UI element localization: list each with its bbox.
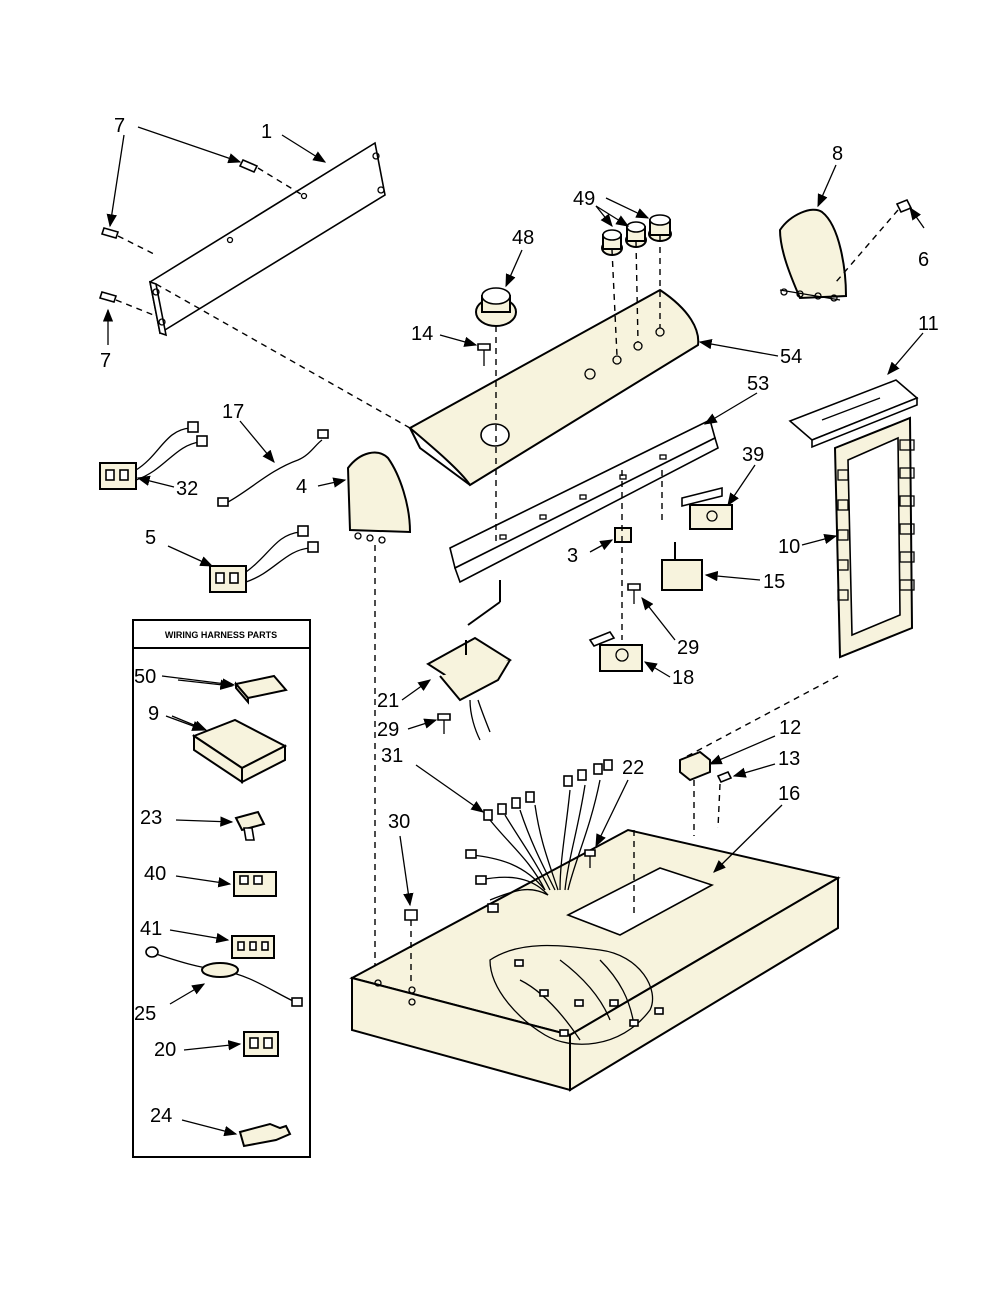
callout-4: 4: [296, 476, 307, 498]
callout-18: 18: [672, 667, 694, 689]
callout-24: 24: [150, 1105, 172, 1127]
part-53-bracket: [449, 418, 719, 584]
callout-23: 23: [140, 807, 162, 829]
box-part-23: [234, 810, 266, 841]
part-10-panel: [833, 416, 915, 659]
callout-20: 20: [154, 1039, 176, 1061]
part-5-harness: [209, 525, 319, 593]
part-13-screw: [716, 770, 733, 829]
callout-10: 10: [778, 536, 800, 558]
box-part-41: [231, 935, 275, 959]
part-21-timer: [426, 580, 512, 741]
part-7-screws: [98, 158, 305, 317]
callout-14: 14: [411, 323, 433, 345]
callout-22: 22: [622, 757, 644, 779]
box-part-25: [145, 946, 303, 1007]
leader-arrows: [102, 126, 925, 907]
box-part-24: [238, 1122, 292, 1148]
part-30-clip: [404, 909, 418, 985]
callout-13: 13: [778, 748, 800, 770]
callout-7a: 7: [114, 115, 125, 137]
callout-31: 31: [381, 745, 403, 767]
callout-12: 12: [779, 717, 801, 739]
callout-48: 48: [512, 227, 534, 249]
part-17-wire: [217, 429, 329, 507]
part-16-cabinet-top: [349, 828, 841, 1092]
wiring-harness-box: [132, 619, 311, 1158]
box-part-40: [233, 871, 277, 897]
callout-17: 17: [222, 401, 244, 423]
part-48-knob: [475, 287, 517, 327]
part-18-switch: [588, 631, 643, 672]
part-3-clip: [614, 470, 632, 640]
callout-29-upper: 29: [677, 637, 699, 659]
callout-54: 54: [780, 346, 802, 368]
part-31-harness: [465, 759, 613, 913]
part-11-cover: [788, 379, 919, 449]
callout-40: 40: [144, 863, 166, 885]
callout-7b: 7: [100, 350, 111, 372]
box-part-9: [191, 718, 288, 784]
callout-41: 41: [140, 918, 162, 940]
part-29-screw-lower: [437, 713, 451, 734]
part-54-console: [408, 288, 700, 487]
cabinet-wiring: [489, 944, 664, 1045]
part-8-bracket: [778, 208, 848, 302]
wiring-box-title: WIRING HARNESS PARTS: [165, 630, 277, 640]
callout-49: 49: [573, 188, 595, 210]
callout-29-lower: 29: [377, 719, 399, 741]
part-12-clip: [679, 750, 711, 836]
box-part-20: [243, 1031, 279, 1057]
callout-39: 39: [742, 444, 764, 466]
callout-25: 25: [134, 1003, 156, 1025]
callout-1: 1: [261, 121, 272, 143]
callout-11: 11: [918, 313, 939, 335]
callout-6: 6: [918, 249, 929, 271]
part-39-switch: [681, 486, 733, 530]
part-15-switch: [661, 470, 703, 591]
part-4-end-cap: [346, 451, 412, 975]
callout-21: 21: [377, 690, 399, 712]
callout-3: 3: [567, 545, 578, 567]
callout-32: 32: [176, 478, 198, 500]
box-leaders: [169, 679, 242, 1137]
part-6-screw: [835, 198, 913, 283]
callout-9: 9: [148, 703, 159, 725]
box-part-50: [234, 674, 288, 705]
callout-labels: 7 1 7 8 6 49 48 14 54 11 17 53 32 4 39 5…: [100, 115, 939, 1127]
part-1-back-plate: [148, 141, 386, 337]
callout-5: 5: [145, 527, 156, 549]
part-22-screw: [584, 849, 596, 868]
callout-30: 30: [388, 811, 410, 833]
part-14-screw: [477, 343, 491, 366]
part-49-knobs: [495, 214, 672, 545]
callout-50: 50: [134, 666, 156, 688]
part-29-screw-upper: [627, 583, 641, 604]
callout-15: 15: [763, 571, 785, 593]
callout-16: 16: [778, 783, 800, 805]
callout-8: 8: [832, 143, 843, 165]
callout-53: 53: [747, 373, 769, 395]
